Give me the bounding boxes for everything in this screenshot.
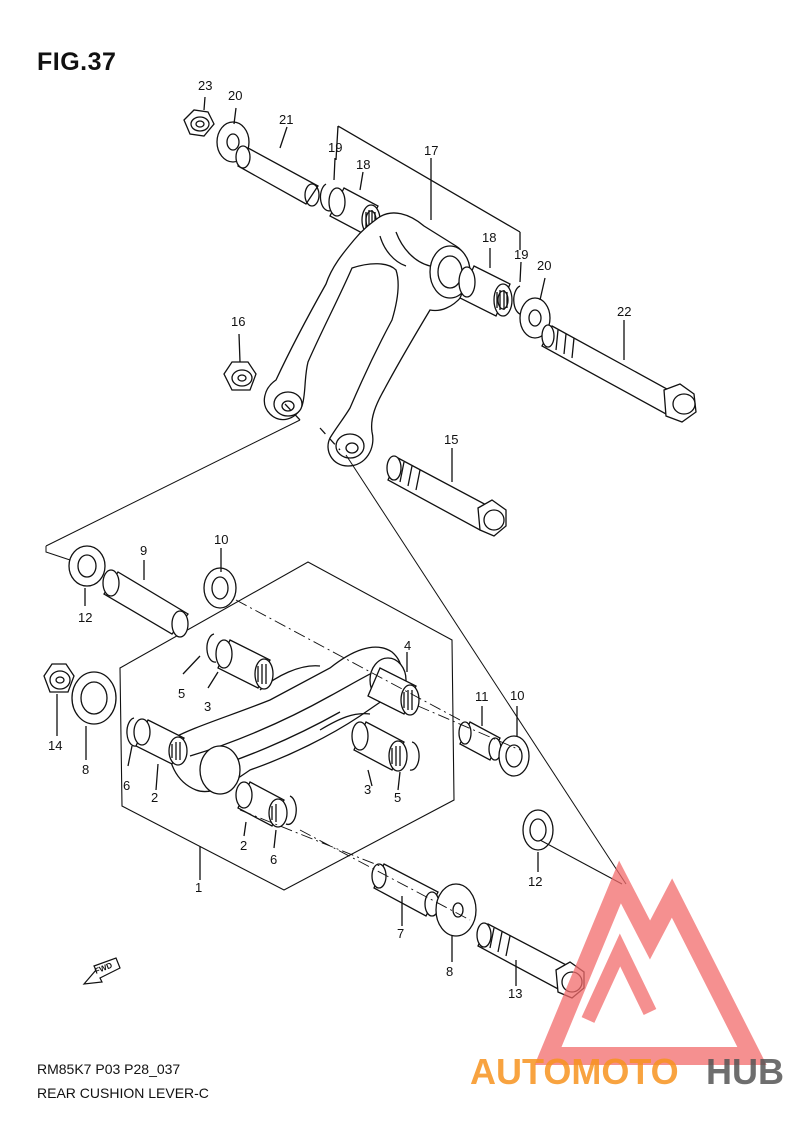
callout-16: 16 [231, 314, 245, 329]
callout-15: 15 [444, 432, 458, 447]
callout-6: 6 [270, 852, 277, 867]
callout-20: 20 [537, 258, 551, 273]
callout-14: 14 [48, 738, 62, 753]
washer-20-right [519, 297, 551, 339]
link-assembly-outline [119, 561, 455, 891]
washer-8-right [435, 883, 477, 937]
nut-16 [223, 361, 257, 391]
collar-21 [235, 145, 320, 207]
callout-9: 9 [140, 543, 147, 558]
callout-19: 19 [514, 247, 528, 262]
figure-title: FIG.37 [37, 48, 117, 76]
circlip-5-upper [206, 633, 217, 663]
bearing-4 [367, 667, 420, 716]
callout-20: 20 [228, 88, 242, 103]
callout-7: 7 [397, 926, 404, 941]
callout-18: 18 [482, 230, 496, 245]
cushion-lever-17 [263, 212, 471, 467]
callout-12: 12 [528, 874, 542, 889]
callout-23: 23 [198, 78, 212, 93]
bolt-15 [386, 455, 507, 537]
automotohub-logo-icon [534, 860, 767, 1065]
nut-23 [183, 109, 215, 137]
bolt-22 [541, 324, 697, 423]
callout-labels: 23 20 21 19 18 17 18 19 20 22 16 15 9 10… [48, 78, 631, 1001]
callout-18: 18 [356, 157, 370, 172]
watermark-part2: HUB [706, 1051, 784, 1092]
bearing-2-left [133, 718, 188, 766]
collar-9 [102, 569, 189, 638]
collar-7 [371, 863, 440, 917]
oil-seal-10-left [203, 567, 237, 609]
callout-2: 2 [151, 790, 158, 805]
bearing-3-upper [215, 639, 274, 690]
collar-11 [458, 721, 502, 761]
callout-19: 19 [328, 140, 342, 155]
cushion-rod-1 [168, 646, 407, 795]
callout-10: 10 [510, 688, 524, 703]
callout-4: 4 [404, 638, 411, 653]
oil-seal-12-left [68, 545, 106, 587]
drawing-title: REAR CUSHION LEVER-C [37, 1085, 209, 1101]
circlip-6-left [126, 717, 137, 747]
circlip-6-right [285, 795, 297, 826]
callout-13: 13 [508, 986, 522, 1001]
callout-5: 5 [394, 790, 401, 805]
watermark-text: AUTOMOTO HUB [470, 1051, 784, 1092]
callout-8: 8 [446, 964, 453, 979]
callout-5: 5 [178, 686, 185, 701]
fwd-arrow-icon: FWD [82, 957, 121, 985]
callout-2: 2 [240, 838, 247, 853]
callout-21: 21 [279, 112, 293, 127]
callout-6: 6 [123, 778, 130, 793]
callout-11: 11 [475, 689, 489, 704]
callout-3: 3 [204, 699, 211, 714]
callout-12: 12 [78, 610, 92, 625]
circlip-5-lower [409, 741, 420, 771]
callout-17: 17 [424, 143, 438, 158]
callout-3: 3 [364, 782, 371, 797]
nut-14 [43, 663, 75, 693]
washer-8-left [71, 671, 117, 725]
circlip-19-top [319, 183, 333, 212]
bearing-2-right [235, 781, 288, 828]
callout-22: 22 [617, 304, 631, 319]
bearing-18-right [458, 265, 513, 317]
callout-1: 1 [195, 880, 202, 895]
oil-seal-12-right [522, 809, 554, 851]
callout-10: 10 [214, 532, 228, 547]
drawing-code: RM85K7 P03 P28_037 [37, 1061, 181, 1077]
watermark-part1: AUTOMOTO [470, 1051, 679, 1092]
bearing-3-lower [351, 721, 408, 772]
oil-seal-10-right [498, 735, 530, 777]
callout-8: 8 [82, 762, 89, 777]
